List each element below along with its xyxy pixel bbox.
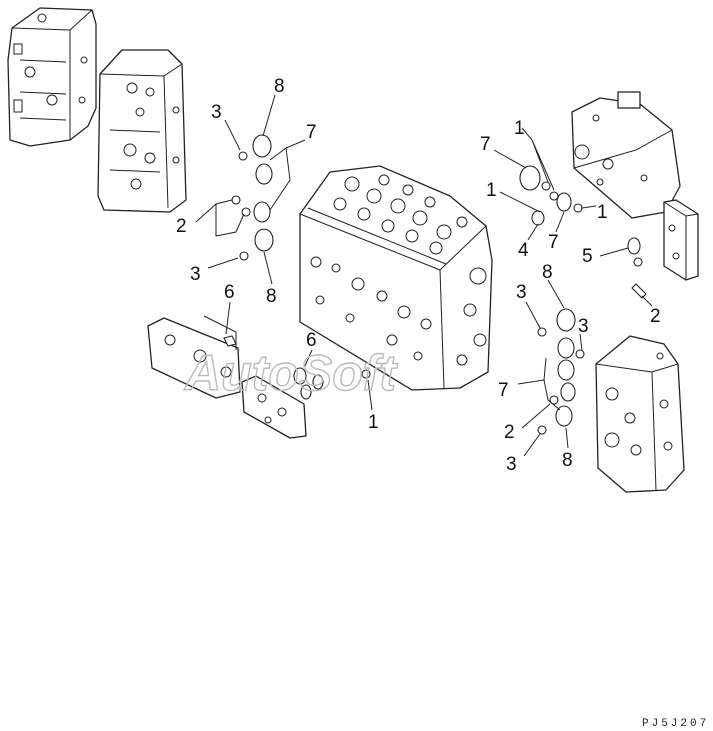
callout-item-3-right-b: 3 (578, 316, 589, 337)
callout-item-7-right-low: 7 (498, 380, 509, 401)
right-top-cover-part (571, 91, 681, 219)
callout-item-8-right-top: 8 (542, 262, 553, 283)
callout-item-1-center: 1 (368, 412, 379, 433)
callout-item-8-right-low: 8 (562, 450, 573, 471)
callout-item-3-left: 3 (190, 264, 201, 285)
callout-item-8-left: 8 (266, 286, 277, 307)
callout-labels: 8 3 7 2 3 8 6 6 1 1 7 1 1 4 7 5 2 8 3 3 … (176, 76, 661, 475)
callout-item-2-right: 2 (650, 306, 661, 327)
callout-item-3-right-low: 3 (506, 454, 517, 475)
callout-item-5: 5 (582, 246, 593, 267)
callout-item-1-right-mid: 1 (486, 180, 497, 201)
callout-item-6-b: 6 (306, 330, 317, 351)
callout-item-3-right-a: 3 (516, 282, 527, 303)
callout-item-2-left: 2 (176, 216, 187, 237)
left-end-cover-part (7, 7, 97, 147)
callout-item-1-right-cover: 1 (597, 202, 608, 223)
right-lower-section-part (595, 335, 685, 493)
leader-lines (195, 94, 653, 457)
flange-part-a (147, 315, 241, 399)
callout-item-7-right-top: 7 (480, 134, 491, 155)
flange-part-b (241, 375, 307, 439)
callout-item-8-top: 8 (274, 76, 285, 97)
right-small-plate-part (663, 199, 699, 281)
left-section-block-part (97, 49, 187, 213)
seal-rings (223, 134, 647, 435)
callout-item-3-top: 3 (211, 102, 222, 123)
callout-item-6-a: 6 (224, 282, 235, 303)
callout-item-4: 4 (518, 240, 529, 261)
callout-item-7-right-mid: 7 (548, 232, 559, 253)
callout-item-2-right-low: 2 (504, 422, 515, 443)
drawing-code: PJ5J207 (642, 718, 709, 730)
callout-item-1-right-top: 1 (514, 118, 525, 139)
main-valve-body-part (299, 165, 493, 391)
callout-item-7-left: 7 (306, 122, 317, 143)
watermark-text: AutoSoft (183, 345, 398, 401)
